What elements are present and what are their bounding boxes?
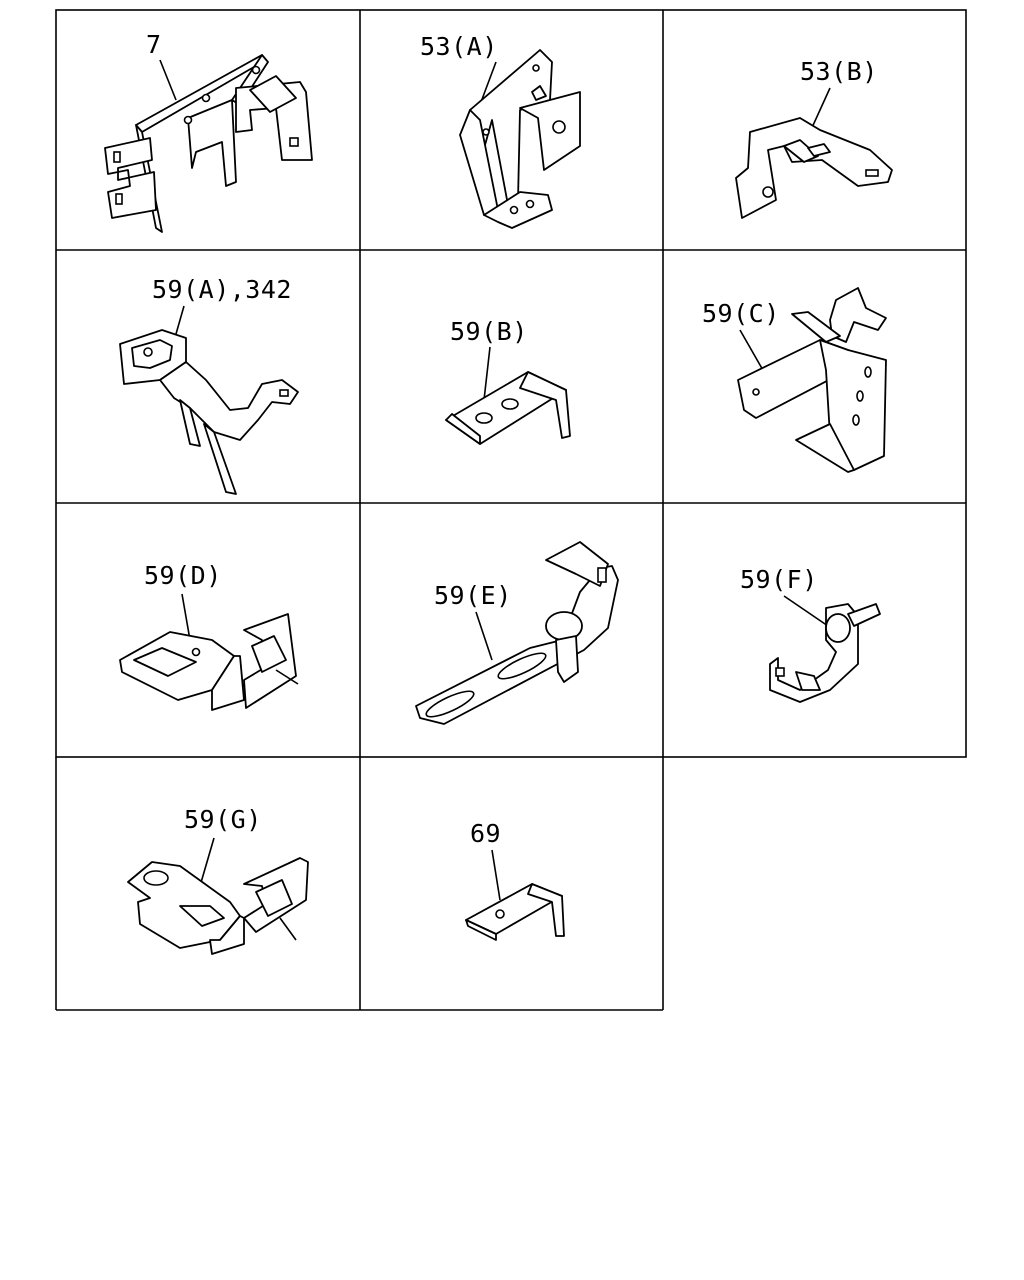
bracket-59e-drawing: [415, 541, 619, 725]
bracket-53a-drawing: [459, 49, 581, 229]
part-label-59c: 59(C): [702, 299, 780, 328]
part-label-59e: 59(E): [434, 581, 512, 610]
grid: [55, 9, 967, 1011]
bracket-53b-drawing: [735, 117, 893, 219]
bracket-59d-drawing: [119, 613, 299, 711]
bracket-69-drawing: [465, 883, 565, 941]
cell-part-59c: 59(C): [702, 287, 887, 473]
part-label-59f: 59(F): [740, 565, 818, 594]
cell-part-69: 69: [465, 819, 565, 941]
bracket-59b-drawing: [445, 371, 571, 445]
bracket-59g-drawing: [127, 857, 309, 955]
part-label-53b: 53(B): [800, 57, 878, 86]
cell-part-59d: 59(D): [119, 561, 299, 711]
bracket-59c-drawing: [737, 287, 887, 473]
part-label-53a: 53(A): [420, 32, 498, 61]
cell-part-7: 7: [104, 30, 313, 233]
bracket-7-drawing: [104, 54, 313, 233]
part-label-59g: 59(G): [184, 805, 262, 834]
part-label-59d: 59(D): [144, 561, 222, 590]
cell-part-59g: 59(G): [127, 805, 309, 955]
cell-part-59a-342: 59(A),342: [119, 275, 299, 495]
cell-part-59f: 59(F): [740, 565, 881, 703]
part-label-69: 69: [470, 819, 501, 848]
bracket-59f-drawing: [769, 603, 881, 703]
cell-part-53a: 53(A): [420, 32, 581, 229]
bracket-59a-drawing: [119, 329, 299, 495]
cell-part-53b: 53(B): [735, 57, 893, 219]
cell-part-59b: 59(B): [445, 317, 571, 445]
part-label-59a-342: 59(A),342: [152, 275, 292, 304]
cell-part-59e: 59(E): [415, 541, 619, 725]
part-label-7: 7: [146, 30, 162, 59]
part-label-59b: 59(B): [450, 317, 528, 346]
